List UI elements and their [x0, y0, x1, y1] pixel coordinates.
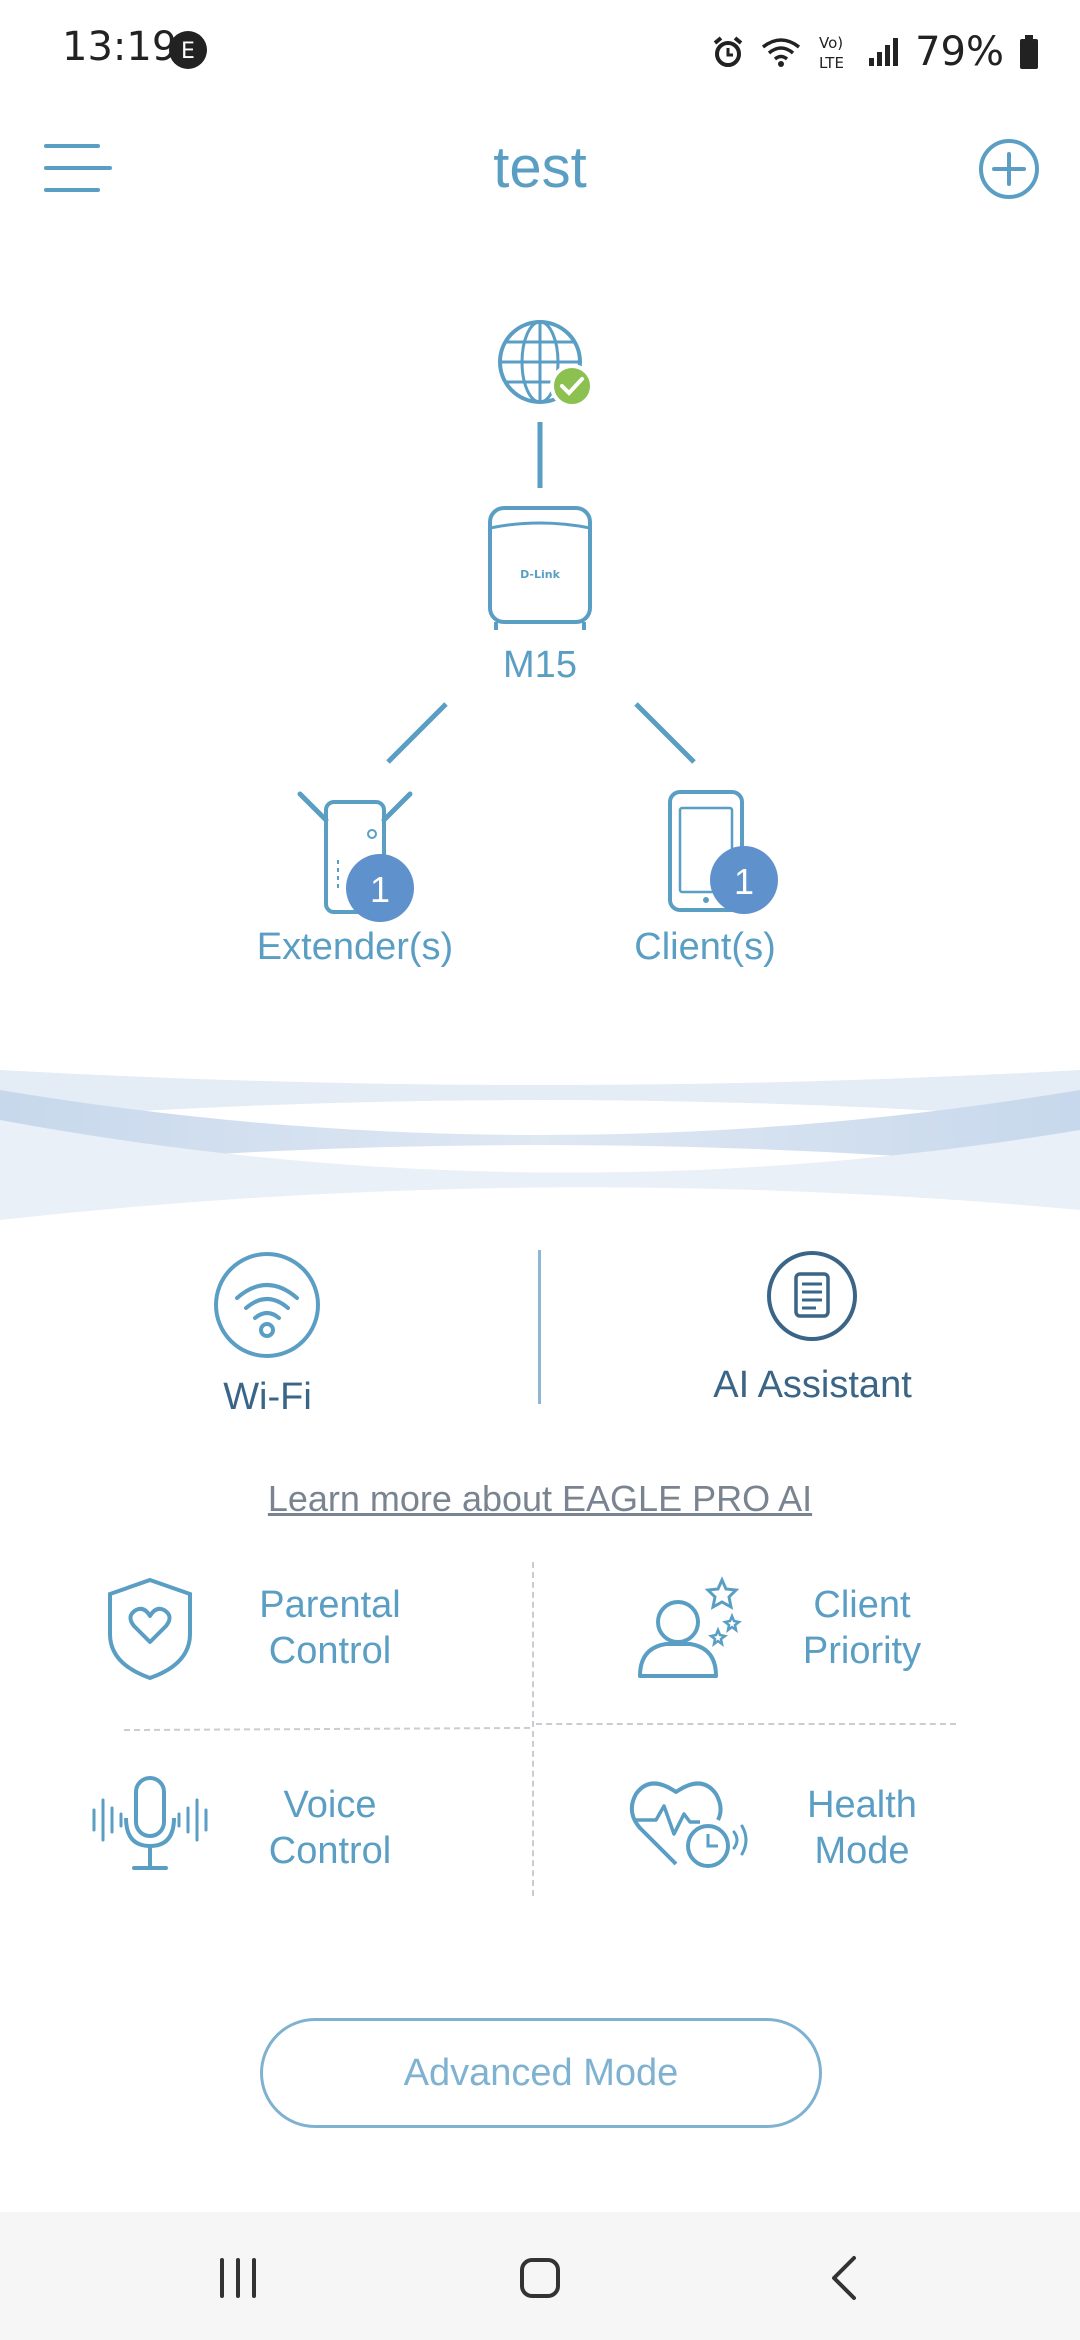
ai-assistant-feature[interactable]: AI Assistant [680, 1250, 945, 1410]
health-mode-tile[interactable]: Health Mode [620, 1760, 1020, 1910]
internet-globe-icon[interactable] [498, 320, 582, 404]
health-mode-label-2: Mode [814, 1830, 910, 1872]
extenders-label[interactable]: Extender(s) [256, 926, 454, 968]
wifi-feature[interactable]: Wi-Fi [160, 1250, 375, 1420]
parental-control-tile[interactable]: Parental Control [80, 1560, 480, 1710]
signal-icon [869, 38, 899, 66]
battery-percent: 79% [915, 29, 1004, 75]
notification-icon: E [168, 30, 208, 70]
client-priority-label-1: Client [813, 1584, 911, 1626]
parental-control-label-1: Parental [259, 1584, 401, 1626]
heart-clock-icon [629, 1781, 748, 1868]
extender-count-badge [346, 854, 414, 922]
wifi-label: Wi-Fi [223, 1376, 312, 1418]
parental-control-label-2: Control [268, 1630, 392, 1672]
router-label[interactable]: M15 [503, 644, 577, 686]
page-title: test [493, 135, 587, 200]
router-icon[interactable]: D-Link [488, 506, 592, 630]
grid-divider-vertical [532, 1562, 534, 1896]
voice-control-label-2: Control [268, 1830, 392, 1872]
advanced-mode-button[interactable]: Advanced Mode [260, 2018, 822, 2128]
voice-control-tile[interactable]: Voice Control [80, 1760, 480, 1910]
microphone-icon [92, 1776, 208, 1870]
grid-divider-horizontal-right [536, 1723, 956, 1725]
menu-icon[interactable] [42, 138, 114, 198]
shield-heart-icon [108, 1577, 192, 1681]
clients-label[interactable]: Client(s) [634, 926, 776, 968]
ai-assistant-label: AI Assistant [713, 1364, 912, 1406]
voice-control-label-1: Voice [283, 1784, 377, 1826]
wifi-icon [214, 1252, 320, 1358]
grid-divider-horizontal-left [123, 1726, 531, 1732]
volte-icon: Vo) LTE [819, 34, 844, 72]
home-icon[interactable] [518, 2256, 562, 2300]
back-icon[interactable] [826, 2254, 862, 2302]
decorative-wave [0, 1070, 1080, 1220]
client-count-badge [710, 846, 778, 914]
learn-more-link[interactable]: Learn more about EAGLE PRO AI [267, 1478, 813, 1519]
check-icon [550, 364, 594, 408]
status-icons: Vo) LTE 79% [711, 24, 1040, 80]
user-stars-icon [638, 1576, 742, 1678]
client-priority-label-2: Priority [802, 1630, 922, 1672]
recent-apps-icon[interactable] [214, 2256, 262, 2300]
battery-icon [1020, 35, 1038, 69]
svg-text:LTE: LTE [819, 54, 844, 72]
feature-divider [538, 1250, 541, 1404]
svg-text:E: E [181, 39, 195, 64]
client-priority-tile[interactable]: Client Priority [620, 1560, 1020, 1710]
system-nav-bar [0, 2212, 1080, 2340]
client-count: 1 [734, 861, 754, 902]
wifi-status-icon [762, 38, 801, 67]
extender-count: 1 [370, 869, 390, 910]
svg-text:Vo): Vo) [819, 34, 843, 52]
add-icon[interactable] [978, 138, 1040, 200]
alarm-icon [713, 36, 743, 67]
ai-assistant-icon [767, 1251, 857, 1341]
network-topology: D-Link 1 1 [297, 320, 778, 922]
status-time: 13:19 [62, 24, 178, 70]
health-mode-label-1: Health [807, 1784, 917, 1826]
router-brand: D-Link [520, 568, 561, 581]
